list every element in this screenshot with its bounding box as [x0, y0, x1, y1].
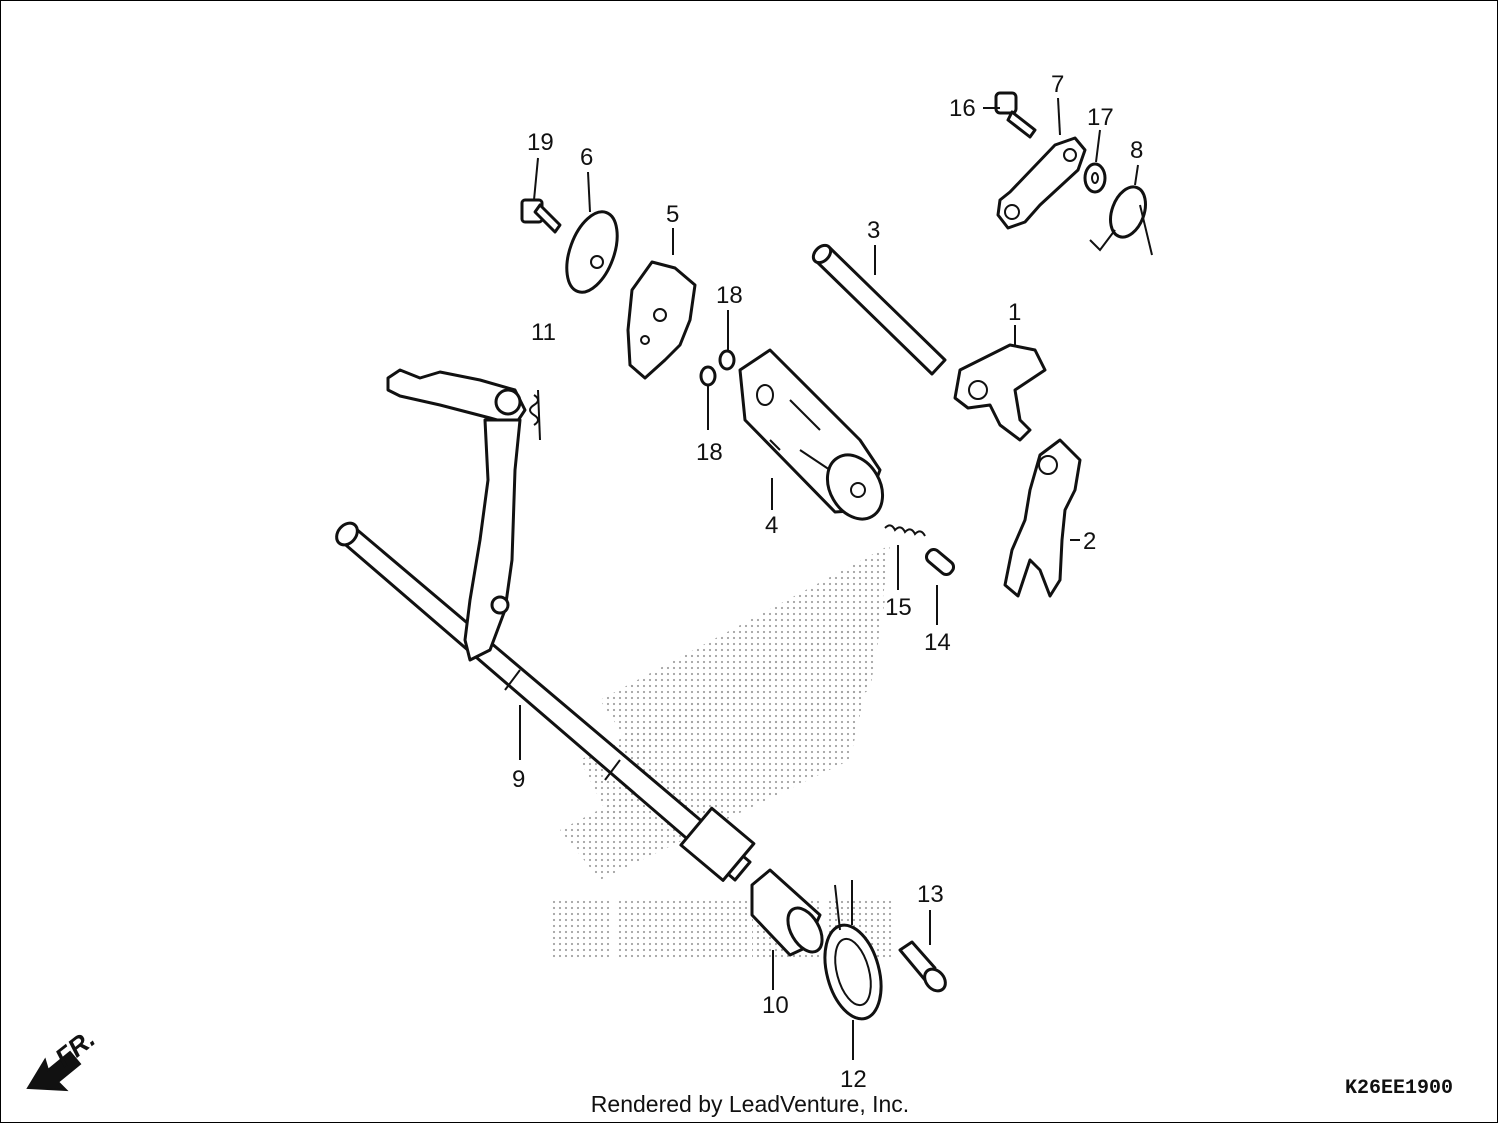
label-2: 2 — [1083, 528, 1096, 555]
part-9-gearshift-spindle[interactable] — [332, 519, 756, 882]
part-19-bolt[interactable] — [520, 198, 562, 234]
label-14: 14 — [924, 629, 951, 656]
label-7: 7 — [1051, 71, 1064, 98]
part-1-shift-fork[interactable] — [953, 343, 1047, 442]
label-19: 19 — [527, 129, 554, 156]
label-12: 12 — [840, 1066, 867, 1093]
label-1: 1 — [1008, 299, 1021, 326]
label-18-lower: 18 — [696, 439, 723, 466]
part-7-stopper-arm[interactable] — [996, 136, 1087, 230]
part-6-plate[interactable] — [557, 205, 627, 299]
part-12-return-spring[interactable] — [815, 880, 890, 1025]
label-3: 3 — [867, 217, 880, 244]
label-13: 13 — [917, 881, 944, 908]
label-11: 11 — [531, 319, 556, 346]
label-4: 4 — [765, 512, 778, 539]
part-2-shift-fork[interactable] — [1003, 438, 1082, 598]
part-labels: 1 2 3 4 5 6 7 8 9 10 11 12 13 14 15 16 1… — [512, 71, 1143, 1093]
label-6: 6 — [580, 144, 593, 171]
front-direction-arrow: FR. — [26, 1023, 101, 1092]
label-9: 9 — [512, 766, 525, 793]
label-5: 5 — [666, 201, 679, 228]
honda-watermark — [552, 545, 892, 960]
label-18-upper: 18 — [716, 282, 743, 309]
part-3-fork-shaft[interactable] — [810, 242, 947, 376]
footer-credit: Rendered by LeadVenture, Inc. — [590, 1091, 910, 1117]
part-13-bolt[interactable] — [898, 940, 950, 995]
label-15: 15 — [885, 594, 912, 621]
label-8: 8 — [1130, 137, 1143, 164]
label-10: 10 — [762, 992, 789, 1019]
part-8-spring[interactable] — [1089, 182, 1153, 256]
part-14-pin[interactable] — [924, 547, 956, 577]
part-4-shift-drum[interactable] — [738, 348, 894, 529]
part-5-plate-center[interactable] — [626, 260, 697, 380]
part-17-washer[interactable] — [1083, 162, 1107, 194]
label-17: 17 — [1087, 104, 1114, 131]
part-10-collar[interactable] — [750, 868, 829, 958]
label-16: 16 — [949, 95, 976, 122]
diagram-code: K26EE1900 — [1345, 1077, 1453, 1100]
part-11-arm[interactable] — [386, 368, 541, 662]
part-16-bolt[interactable] — [994, 91, 1037, 139]
part-18-pins[interactable] — [699, 349, 736, 387]
leader-lines — [519, 97, 1139, 1060]
part-15-spring[interactable] — [884, 524, 926, 537]
